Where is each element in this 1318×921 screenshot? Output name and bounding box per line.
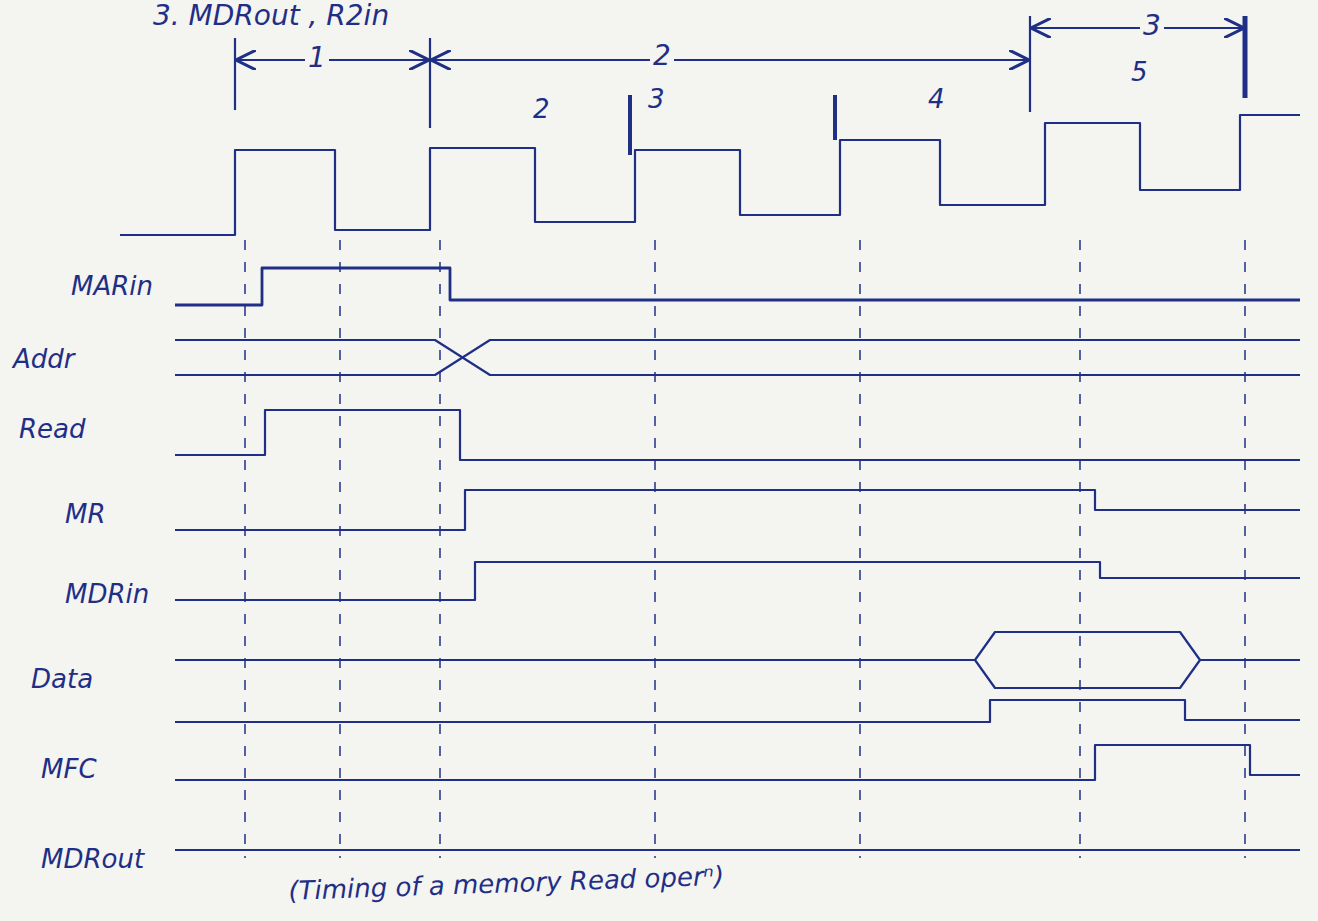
mfc-signal — [175, 745, 1300, 780]
cycle-number: 4 — [925, 85, 948, 115]
step-arrow — [238, 59, 427, 61]
signal-name: MR — [62, 500, 109, 530]
step-heading: 3. MDRout , R2in — [150, 0, 392, 32]
mdrout-signal — [175, 849, 1300, 851]
step-number: 2 — [650, 40, 674, 72]
step-arrow — [433, 59, 1027, 61]
cycle-number: 5 — [1128, 58, 1151, 88]
signal-name: MFC — [38, 755, 100, 785]
data-bus — [175, 632, 1300, 688]
clock-waveform — [120, 115, 1300, 235]
signal-name: Addr — [10, 345, 77, 375]
read-signal — [175, 410, 1300, 460]
ready-signal — [175, 700, 1300, 722]
signal-name: MDRin — [62, 580, 152, 610]
signal-name: Read — [16, 415, 89, 445]
step-number: 3 — [1140, 10, 1164, 42]
address-bus — [175, 340, 1300, 375]
step-arrow — [1033, 27, 1242, 29]
step-mark — [1243, 16, 1248, 98]
step-number: 1 — [305, 42, 329, 74]
signal-name: MDRout — [38, 845, 147, 875]
step-mark — [235, 16, 1030, 128]
mr-signal — [175, 490, 1300, 530]
signal-name: MARin — [68, 272, 156, 302]
address-bus — [175, 340, 1300, 375]
mdrin-signal — [175, 562, 1300, 600]
signal-name: Data — [28, 665, 96, 695]
cycle-number: 2 — [530, 95, 553, 125]
caption: (Timing of a memory Read operⁿ) — [284, 861, 729, 906]
cycle-number: 3 — [645, 85, 668, 115]
marin-signal — [175, 268, 1300, 305]
